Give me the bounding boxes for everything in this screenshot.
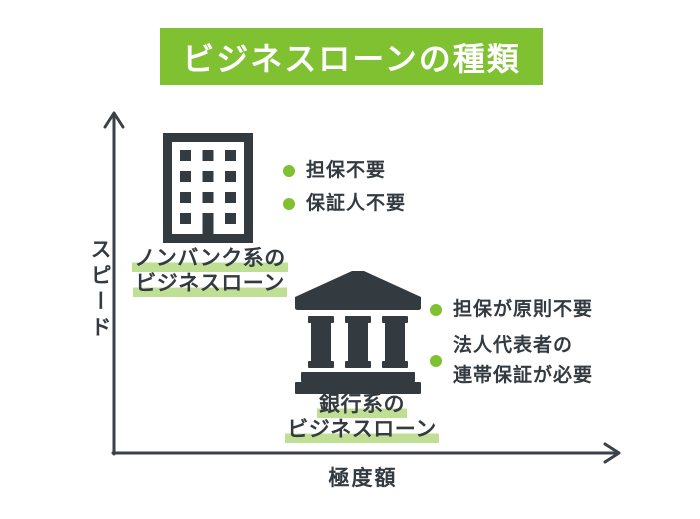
y-axis-arrowhead-icon [103, 111, 125, 129]
bank-label-line1: 銀行系の [317, 393, 407, 418]
bank-label: 銀行系の ビジネスローン [282, 393, 442, 443]
nonbank-label-line1: ノンバンク系の [132, 247, 288, 272]
bank-bullet-2-line2: 連帯保証が必要 [453, 365, 594, 386]
list-item: 担保不要 [283, 159, 406, 183]
office-building-icon [163, 133, 253, 243]
nonbank-bullet-2: 保証人不要 [306, 193, 407, 214]
y-axis-label: スピード [88, 238, 111, 342]
bank-building-icon [295, 271, 421, 394]
bullet-dot-icon [430, 355, 442, 367]
bank-bullet-2: 法人代表者の 連帯保証が必要 [453, 331, 593, 391]
nonbank-bullet-list: 担保不要 保証人不要 [283, 159, 406, 225]
bullet-dot-icon [430, 304, 442, 316]
bank-bullet-1: 担保が原則不要 [453, 299, 594, 320]
title-banner: ビジネスローンの種類 [160, 28, 543, 85]
bank-bullet-list: 担保が原則不要 法人代表者の 連帯保証が必要 [430, 298, 593, 400]
list-item: 保証人不要 [283, 192, 406, 216]
nonbank-label-line2: ビジネスローン [133, 272, 287, 297]
x-axis-arrowhead-icon [603, 442, 621, 464]
list-item: 担保が原則不要 [430, 298, 593, 322]
bank-bullet-2-line1: 法人代表者の [453, 335, 574, 356]
nonbank-bullet-1: 担保不要 [306, 160, 387, 181]
x-axis-label: 極度額 [328, 467, 398, 490]
list-item: 法人代表者の 連帯保証が必要 [430, 331, 593, 391]
page-title: ビジネスローンの種類 [182, 40, 521, 77]
bank-label-line2: ビジネスローン [285, 418, 439, 443]
nonbank-label: ノンバンク系の ビジネスローン [120, 247, 300, 297]
bullet-dot-icon [283, 198, 295, 210]
bullet-dot-icon [283, 165, 295, 177]
